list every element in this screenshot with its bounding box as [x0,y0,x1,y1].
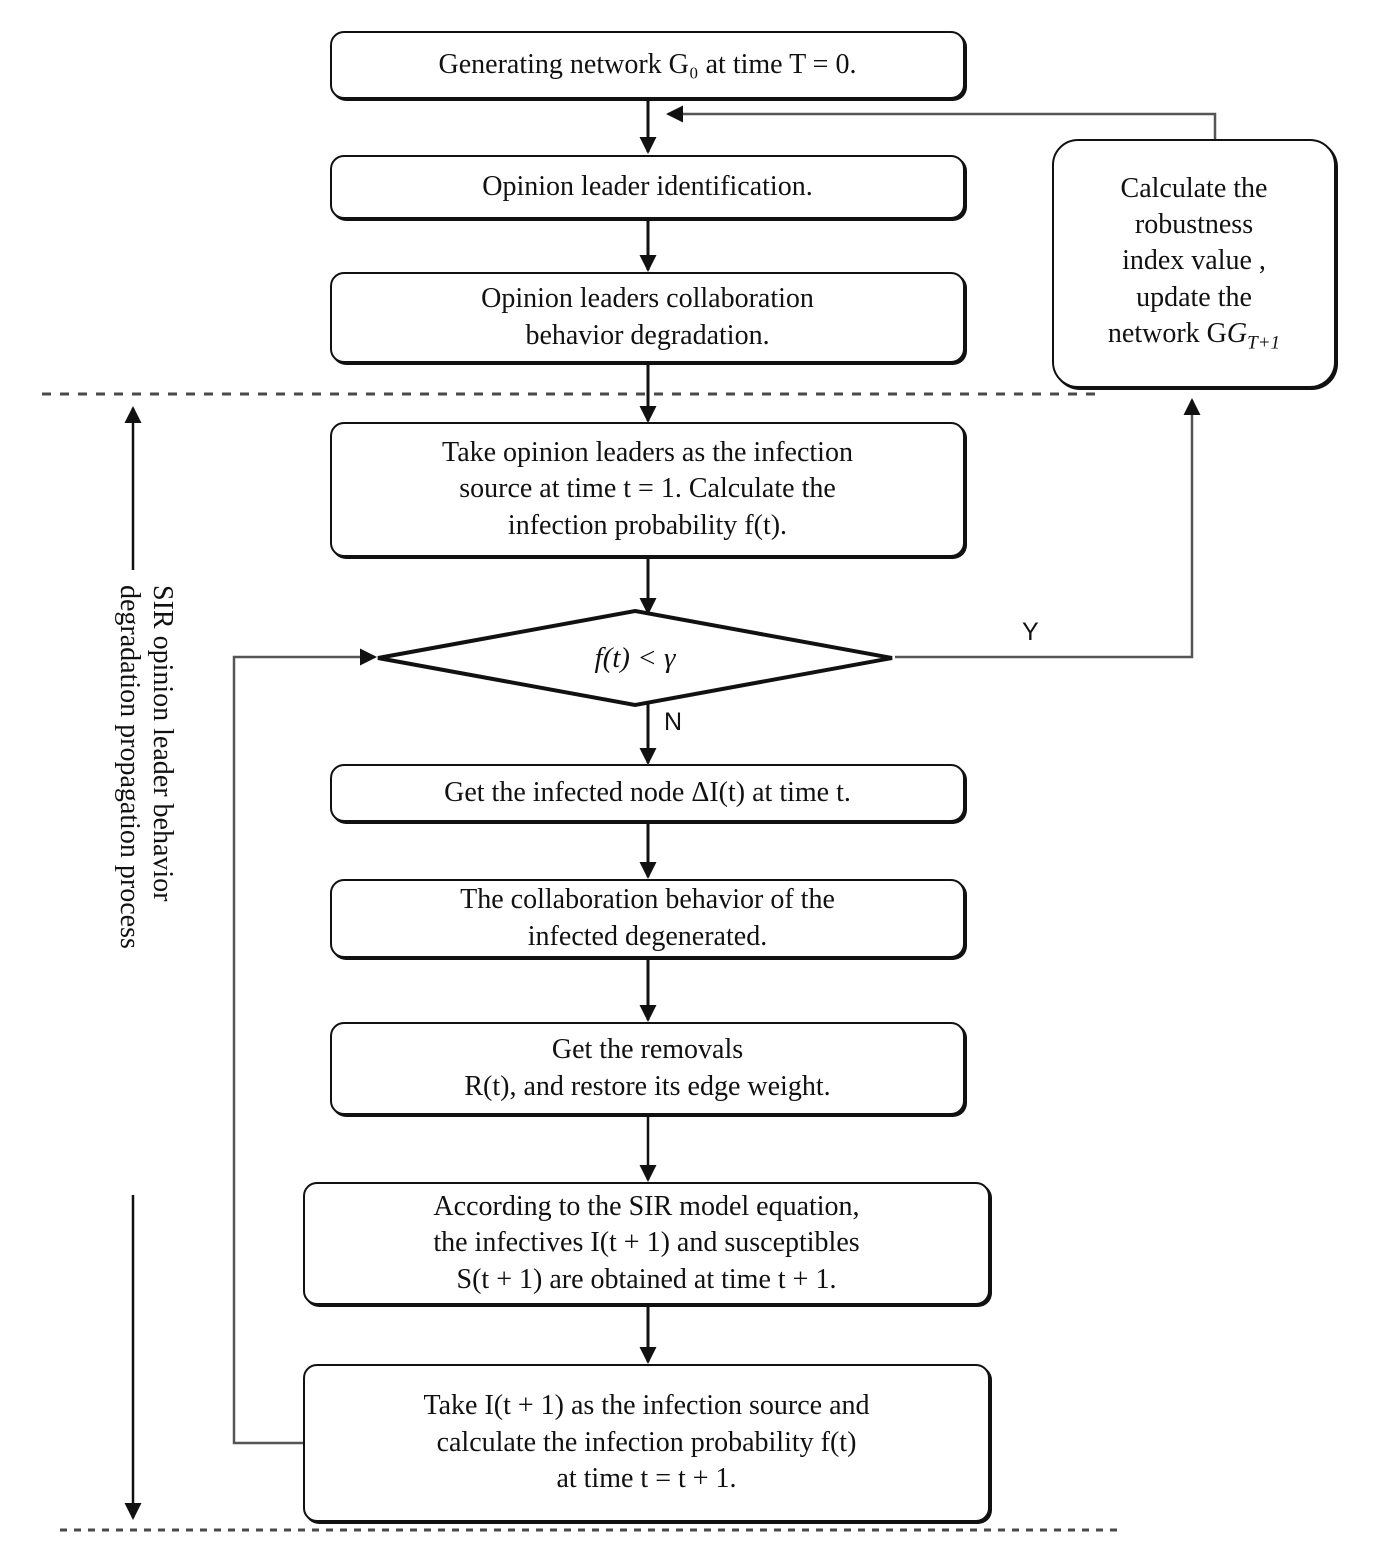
node-generating-network-label: Generating network G₀ at time T = 0. [438,48,857,80]
node-next-infection-source[interactable]: Take I(t + 1) as the infection source an… [303,1364,990,1522]
node-infection-source-init-label: Take opinion leaders as the infection so… [442,436,853,541]
node-next-infection-source-label: Take I(t + 1) as the infection source an… [423,1390,870,1495]
side-annotation-line-2: degradation propagation process [114,585,145,949]
node-decision-ft-lt-gamma[interactable]: f(t) < γ [375,608,895,708]
node-generating-network[interactable]: Generating network G₀ at time T = 0. [330,31,965,99]
node-sir-model-equation[interactable]: According to the SIR model equation, the… [303,1182,990,1305]
node-robustness-line-3: index value , [1122,245,1266,277]
branch-label-no: N [664,708,683,736]
node-get-removals[interactable]: Get the removals R(t), and restore its e… [330,1022,965,1115]
loop-n11-n1 [666,105,1217,140]
diamond-shape [377,608,893,708]
node-sir-model-equation-label: According to the SIR model equation, the… [433,1190,860,1295]
node-collaboration-degradation[interactable]: Opinion leaders collaboration behavior d… [330,272,965,363]
node-robustness-line-5: network GGT+1 [1107,318,1281,354]
branch-label-yes: Y [1022,618,1039,646]
node-opinion-leader-identification[interactable]: Opinion leader identification. [330,155,965,219]
node-robustness-line-4: update the [1136,281,1252,313]
node-robustness-index[interactable]: Calculate the robustness index value , u… [1052,139,1336,388]
node-collaboration-degradation-label: Opinion leaders collaboration behavior d… [481,283,814,351]
node-get-infected-node[interactable]: Get the infected node ΔI(t) at time t. [330,764,965,822]
node-get-removals-label: Get the removals R(t), and restore its e… [464,1034,831,1102]
node-infected-degenerated-label: The collaboration behavior of the infect… [460,884,835,952]
node-get-infected-node-label: Get the infected node ΔI(t) at time t. [444,776,851,808]
node-infected-degenerated[interactable]: The collaboration behavior of the infect… [330,879,965,958]
node-infection-source-init[interactable]: Take opinion leaders as the infection so… [330,422,965,557]
node-robustness-line-1: Calculate the [1120,172,1268,204]
node-decision-label: f(t) < γ [594,641,676,674]
node-robustness-line-2: robustness [1134,208,1254,240]
side-annotation-line-1: SIR opinion leader behavior [147,585,178,902]
node-opinion-leader-identification-label: Opinion leader identification. [482,170,813,202]
